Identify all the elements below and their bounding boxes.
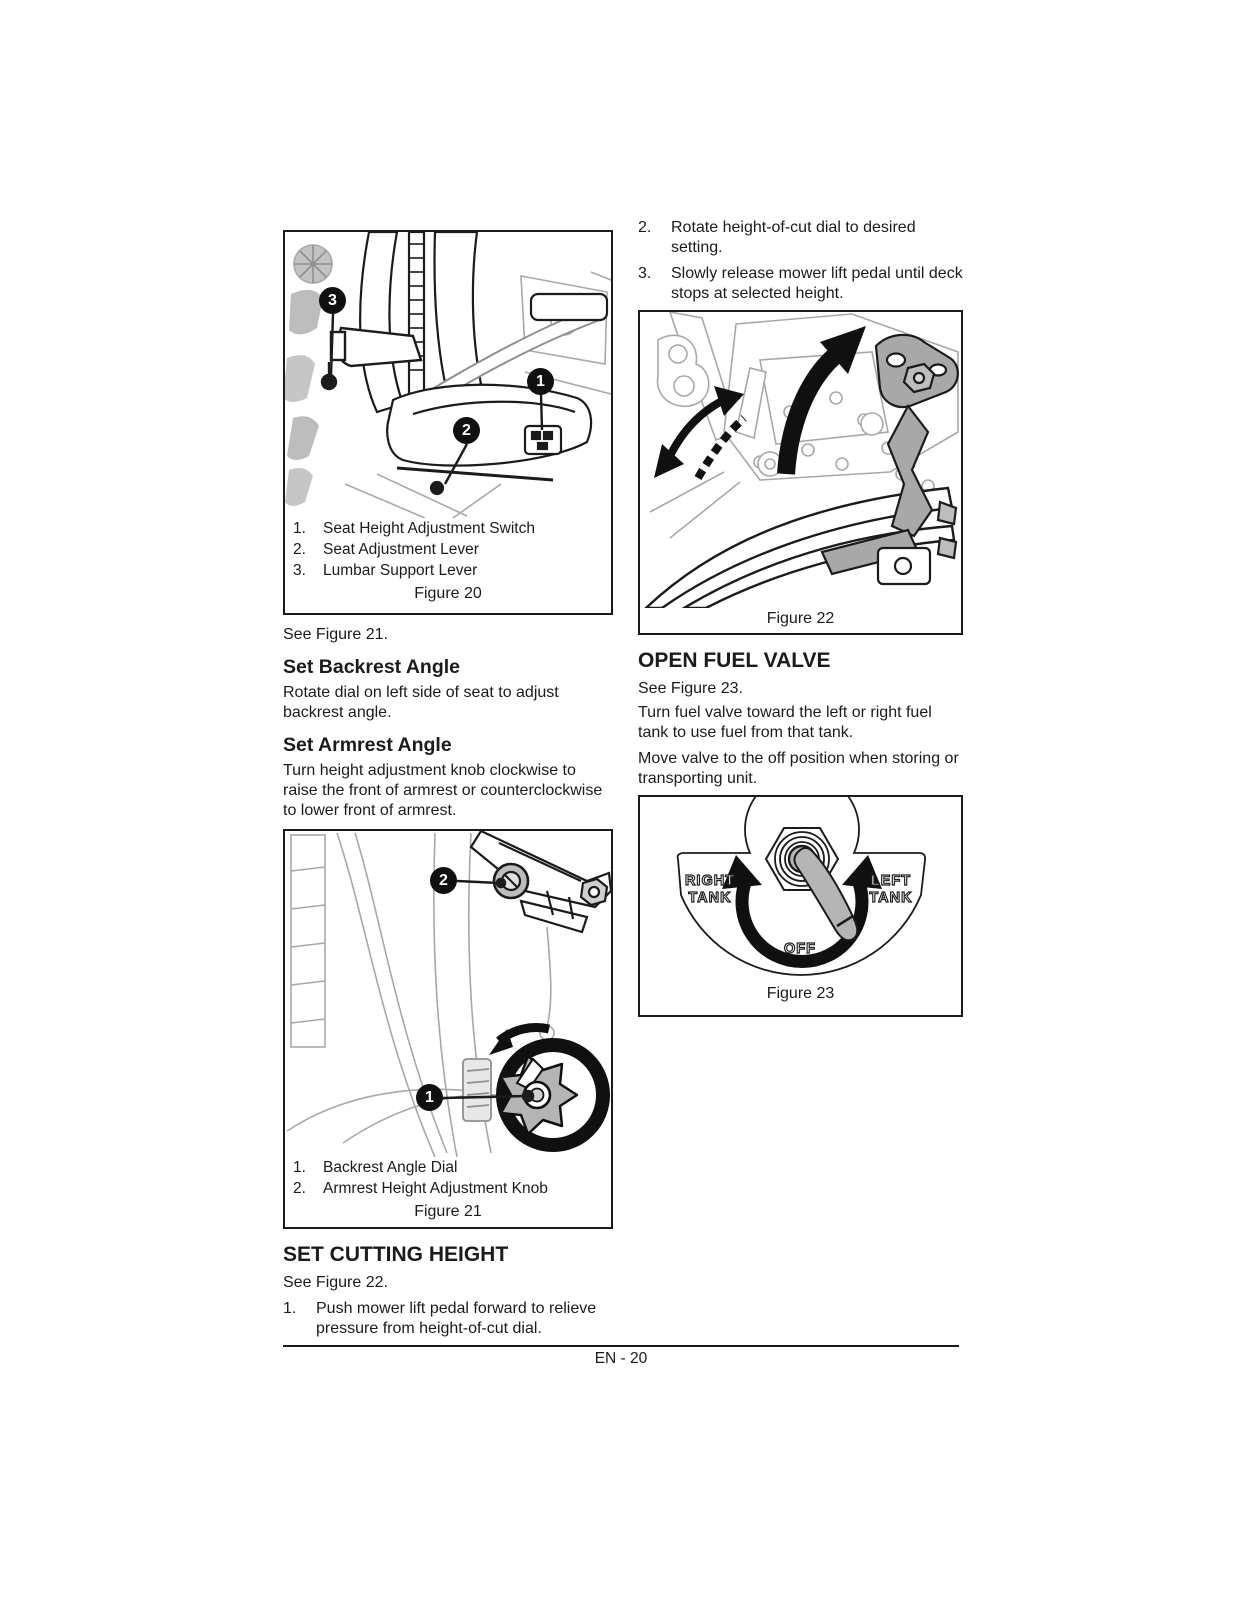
legend-label: Lumbar Support Lever <box>323 562 478 579</box>
fuel-body-1: Turn fuel valve toward the left or right… <box>638 704 932 741</box>
legend-label: Seat Adjustment Lever <box>323 541 479 558</box>
step-number: 2. <box>638 219 652 236</box>
callout-3: 3 <box>319 287 346 314</box>
callout-1: 1 <box>416 1084 443 1111</box>
step-1: 1. Push mower lift pedal forward to reli… <box>283 1299 613 1339</box>
open-fuel-valve-heading: OPEN FUEL VALVE <box>638 649 831 672</box>
cutting-height-mechanism-illustration <box>644 312 959 608</box>
legend-number: 2. <box>293 541 306 558</box>
set-armrest-angle-heading: Set Armrest Angle <box>283 734 452 756</box>
legend-number: 1. <box>293 520 306 537</box>
right-tank-label: RIGHT TANK <box>684 872 736 906</box>
legend-label: Backrest Angle Dial <box>323 1159 458 1176</box>
see-figure-22: See Figure 22. <box>283 1274 388 1291</box>
figure-23-caption: Figure 23 <box>766 985 835 1002</box>
legend-label: Seat Height Adjustment Switch <box>323 520 535 537</box>
right-column: 2. Rotate height-of-cut dial to desired … <box>638 218 963 1017</box>
step-text: Slowly release mower lift pedal until de… <box>671 265 963 302</box>
page-number: EN - 20 <box>594 1350 648 1367</box>
armrest-body: Turn height adjustment knob clockwise to… <box>283 762 603 819</box>
step-3: 3. Slowly release mower lift pedal until… <box>638 264 963 304</box>
footer-divider <box>283 1345 959 1347</box>
legend-number: 3. <box>293 562 306 579</box>
figure-22-box: Figure 22 <box>638 310 963 635</box>
figure-20-box: 3 1 2 1. Seat Height Adjustment Switch 2… <box>283 230 613 615</box>
backrest-body: Rotate dial on left side of seat to adju… <box>283 684 559 721</box>
fuel-valve-illustration <box>676 797 927 976</box>
callout-2: 2 <box>453 417 480 444</box>
legend-number: 2. <box>293 1180 306 1197</box>
fuel-body-2: Move valve to the off position when stor… <box>638 750 959 787</box>
off-label: OFF <box>783 940 816 957</box>
figure-23-box: RIGHT TANK LEFT TANK OFF Figure 23 <box>638 795 963 1017</box>
figure-21-legend: 1. Backrest Angle Dial 2. Armrest Height… <box>285 1157 611 1201</box>
callout-1: 1 <box>527 368 554 395</box>
legend-item: 2. Armrest Height Adjustment Knob <box>293 1178 611 1199</box>
figure-21-caption: Figure 21 <box>414 1203 482 1220</box>
callout-2: 2 <box>430 867 457 894</box>
figure-20-caption: Figure 20 <box>414 585 482 602</box>
left-tank-label: LEFT TANK <box>869 872 913 906</box>
legend-number: 1. <box>293 1159 306 1176</box>
step-2: 2. Rotate height-of-cut dial to desired … <box>638 218 963 258</box>
set-backrest-angle-heading: Set Backrest Angle <box>283 656 461 678</box>
set-cutting-height-heading: SET CUTTING HEIGHT <box>283 1243 509 1266</box>
left-column: 3 1 2 1. Seat Height Adjustment Switch 2… <box>283 230 613 1339</box>
see-figure-23: See Figure 23. <box>638 680 743 697</box>
legend-item: 3. Lumbar Support Lever <box>293 560 611 581</box>
figure-22-caption: Figure 22 <box>766 610 835 627</box>
legend-item: 1. Seat Height Adjustment Switch <box>293 518 611 539</box>
legend-item: 1. Backrest Angle Dial <box>293 1157 611 1178</box>
seat-adjustment-illustration <box>285 232 611 518</box>
step-number: 1. <box>283 1300 297 1317</box>
legend-label: Armrest Height Adjustment Knob <box>323 1180 548 1197</box>
step-text: Rotate height-of-cut dial to desired set… <box>671 219 916 256</box>
figure-20-legend: 1. Seat Height Adjustment Switch 2. Seat… <box>285 518 611 583</box>
see-figure-21: See Figure 21. <box>283 626 388 643</box>
figure-21-box: 2 1 1. Backrest Angle Dial 2. Armrest He… <box>283 829 613 1229</box>
step-number: 3. <box>638 265 652 282</box>
legend-item: 2. Seat Adjustment Lever <box>293 539 611 560</box>
step-text: Push mower lift pedal forward to relieve… <box>316 1300 597 1337</box>
